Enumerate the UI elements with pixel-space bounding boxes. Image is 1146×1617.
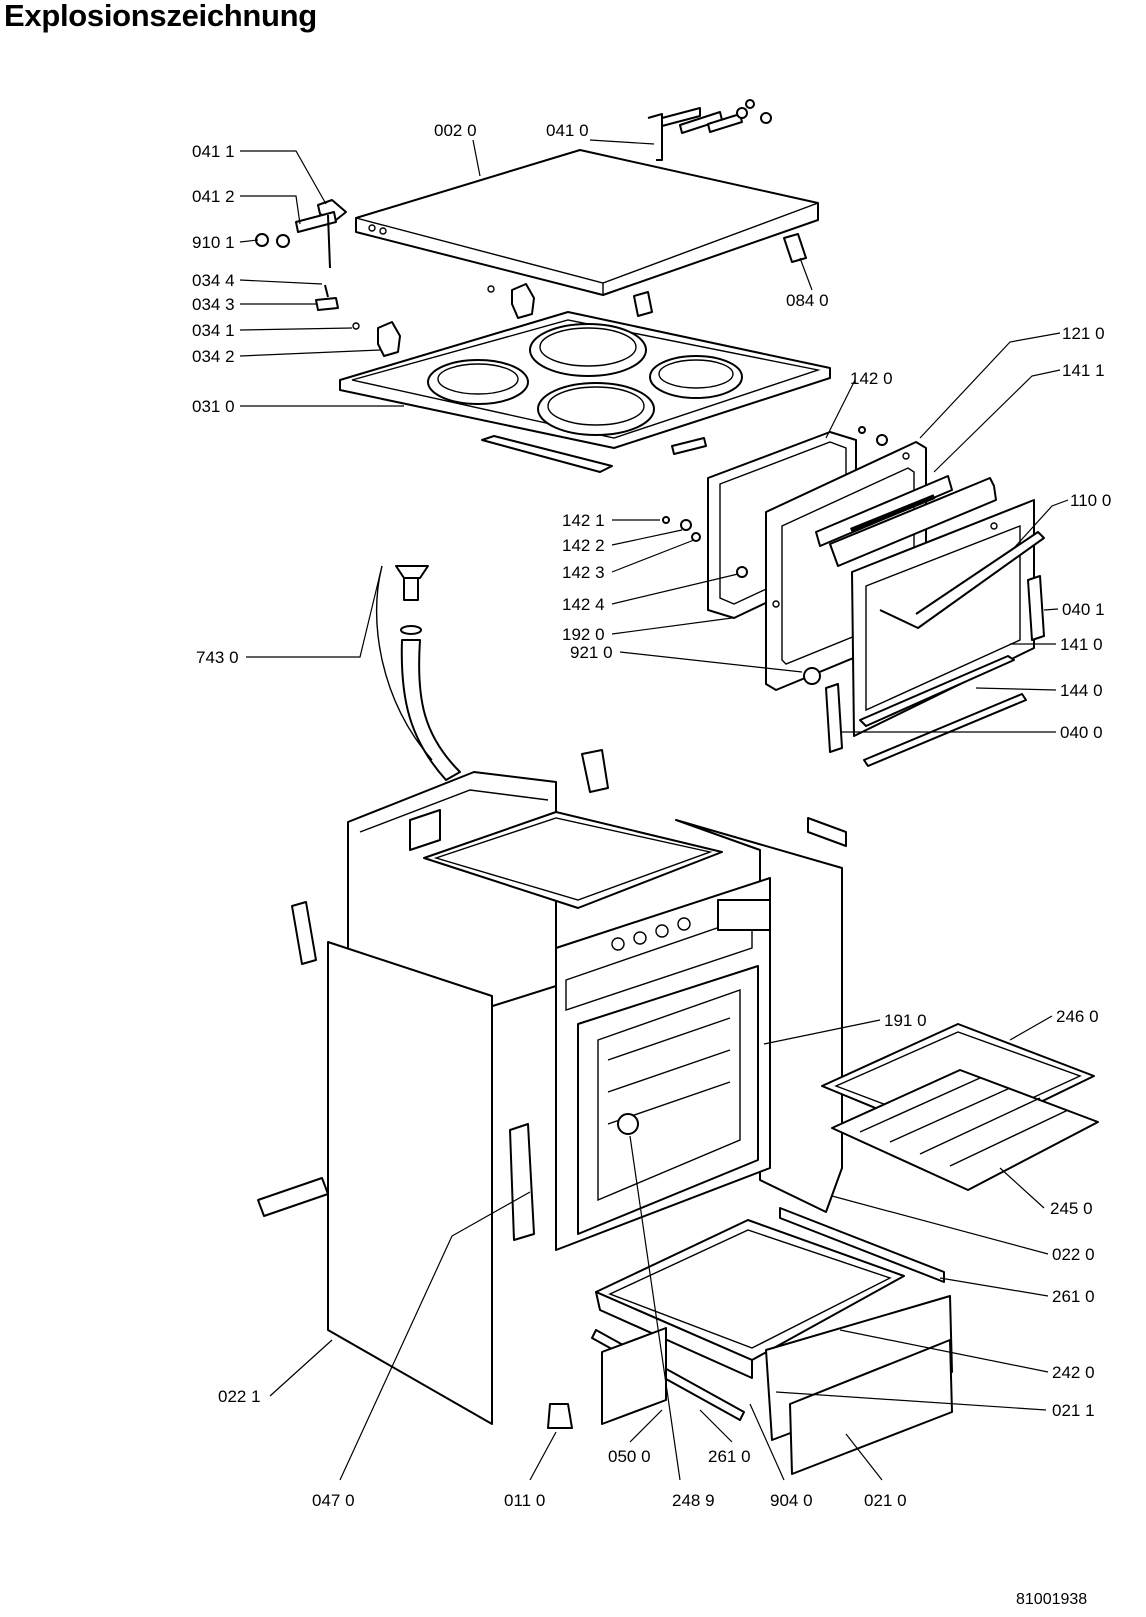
label-041-0: 041 0 [546, 121, 589, 140]
label-041-1: 041 1 [192, 142, 235, 161]
label-191-0: 191 0 [884, 1011, 927, 1030]
label-041-2: 041 2 [192, 187, 235, 206]
hinge-top-left [255, 199, 347, 269]
document-number: 81001938 [1016, 1591, 1087, 1608]
bottom-rail [257, 1123, 535, 1241]
label-246-0: 246 0 [1056, 1007, 1099, 1026]
label-142-1: 142 1 [562, 511, 605, 530]
hob-tray [339, 311, 831, 473]
label-011-0: 011 0 [504, 1491, 545, 1510]
label-192-0: 192 0 [562, 625, 605, 644]
label-141-0: 141 0 [1060, 635, 1103, 654]
cooktop-inner-plate [423, 811, 723, 909]
leader-lines [239, 139, 1069, 1481]
label-142-3: 142 3 [562, 563, 605, 582]
label-050-0: 050 0 [608, 1447, 651, 1466]
drawer-front-right [789, 1339, 953, 1475]
label-084-0: 084 0 [786, 291, 829, 310]
label-034-2: 034 2 [192, 347, 235, 366]
door-hinges [803, 575, 1045, 753]
label-142-2: 142 2 [562, 536, 605, 555]
top-cover [355, 149, 819, 296]
label-031-0: 031 0 [192, 397, 235, 416]
label-034-1: 034 1 [192, 321, 235, 340]
label-040-1: 040 1 [1062, 600, 1105, 619]
left-side-panel [291, 901, 493, 1425]
door-outer-panel [851, 499, 1045, 737]
label-144-0: 144 0 [1060, 681, 1103, 700]
label-142-4: 142 4 [562, 595, 605, 614]
label-242-0: 242 0 [1052, 1363, 1095, 1382]
right-side-panel [581, 749, 847, 1213]
label-910-1: 910 1 [192, 233, 235, 252]
label-904-0: 904 0 [770, 1491, 813, 1510]
label-261-0-right: 261 0 [1052, 1287, 1095, 1306]
label-047-0: 047 0 [312, 1491, 355, 1510]
label-034-3: 034 3 [192, 295, 235, 314]
label-121-0: 121 0 [1062, 324, 1105, 343]
label-040-0: 040 0 [1060, 723, 1103, 742]
adjustable-foot [547, 1403, 573, 1429]
oven-grid [831, 1069, 1099, 1191]
label-034-4: 034 4 [192, 271, 235, 290]
label-245-0: 245 0 [1050, 1199, 1093, 1218]
label-021-0: 021 0 [864, 1491, 907, 1510]
clip-parts [315, 233, 807, 357]
label-921-0: 921 0 [570, 643, 613, 662]
label-110-0: 110 0 [1070, 491, 1111, 510]
label-142-0: 142 0 [850, 369, 893, 388]
oven-cavity [577, 965, 759, 1235]
label-022-1: 022 1 [218, 1387, 261, 1406]
label-261-0-bottom: 261 0 [708, 1447, 751, 1466]
label-141-1: 141 1 [1062, 361, 1105, 380]
door-glass-frame [815, 475, 997, 567]
page-title: Explosionszeichnung [4, 0, 317, 33]
gas-hose [375, 565, 461, 781]
label-002-0: 002 0 [434, 121, 477, 140]
hinge-top-right [647, 99, 772, 161]
label-743-0: 743 0 [196, 648, 239, 667]
door-screws [662, 426, 888, 578]
part-labels: 002 0 041 0 041 1 041 2 910 1 034 4 034 … [192, 121, 1111, 1510]
drawer-front-left [601, 1327, 667, 1425]
label-022-0: 022 0 [1052, 1245, 1095, 1264]
label-021-1: 021 1 [1052, 1401, 1095, 1420]
label-248-9: 248 9 [672, 1491, 715, 1510]
door-bottom-trim [859, 655, 1027, 767]
